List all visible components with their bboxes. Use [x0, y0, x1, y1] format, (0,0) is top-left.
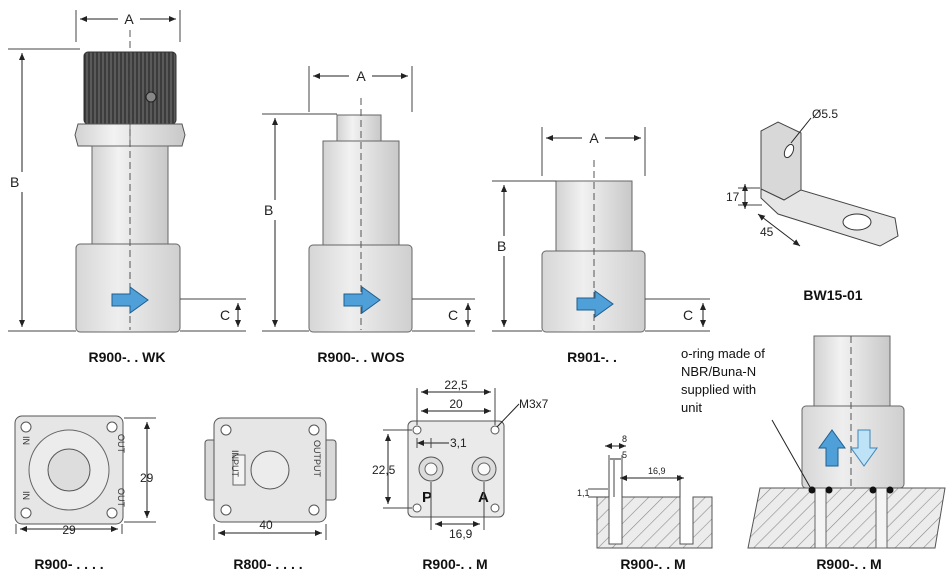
dim-a-label: A	[356, 68, 366, 84]
dim-c-label: C	[220, 307, 230, 323]
view-r900-top: IN IN OUT OUT 29 29 R900- . . . .	[14, 415, 156, 572]
mounting-hole-icon	[308, 424, 320, 436]
mounted-body	[801, 405, 905, 489]
dim-45-label: 45	[760, 225, 774, 239]
oring-icon	[886, 486, 894, 494]
dim-20-label: 20	[449, 397, 463, 411]
dim-8-label: 8	[622, 434, 627, 444]
dim-16-9-label: 16,9	[449, 527, 473, 541]
dim-b-label: B	[497, 238, 506, 254]
dim-c-label: C	[448, 307, 458, 323]
view-r900-wos: A B C R900-. . WOS	[262, 66, 475, 365]
caption-bw15: BW15-01	[803, 287, 862, 303]
caption-r901: R901-. .	[567, 349, 617, 365]
section-hatched-base	[596, 496, 713, 549]
oring-note-line4: unit	[681, 400, 702, 415]
dim-b-label: B	[264, 202, 273, 218]
r900-wos-cap	[336, 114, 382, 144]
mounting-hole-icon	[20, 507, 32, 519]
port-out-label: OUT	[116, 434, 126, 454]
mounting-hole-icon	[106, 507, 118, 519]
oring-icon	[808, 486, 816, 494]
oring-icon	[825, 486, 833, 494]
port-in-label: IN	[21, 436, 31, 445]
oring-note-line3: supplied with	[681, 382, 756, 397]
view-r901: A B C R901-. .	[492, 127, 710, 365]
dim-5-label: 5	[622, 450, 627, 460]
mounting-hole-icon	[220, 504, 232, 516]
dim-c-label: C	[683, 307, 693, 323]
hole-diameter-label: Ø5.5	[812, 107, 838, 121]
oring-note-line2: NBR/Buna-N	[681, 364, 756, 379]
mounting-hole-icon	[490, 425, 500, 435]
oring-icon	[869, 486, 877, 494]
caption-r900-wk: R900-. . WK	[88, 349, 165, 365]
port-input-label: INPUT	[230, 450, 240, 478]
caption-r900-dots: R900- . . . .	[34, 556, 103, 572]
r900-wk-body	[75, 243, 181, 333]
dim-22-5-label: 22,5	[372, 463, 396, 477]
flow-arrow-icon	[576, 290, 614, 318]
mounting-surface	[747, 487, 946, 549]
caption-r900-m-mounted: R900-. . M	[816, 556, 881, 572]
mounting-hole-icon	[490, 503, 500, 513]
bracket-horizontal-plate	[760, 188, 899, 247]
mounting-hole-icon	[412, 425, 422, 435]
caption-r900-m-ports: R900-. . M	[422, 556, 487, 572]
thread-label: M3x7	[519, 397, 549, 411]
mounting-hole-icon	[20, 421, 32, 433]
dim-1-1-label: 1,1	[577, 488, 590, 498]
dim-a-label: A	[124, 11, 134, 27]
mounting-hole-icon	[412, 503, 422, 513]
dim-17-label: 17	[726, 190, 740, 204]
port-out-label: OUT	[116, 488, 126, 508]
dim-16-9-label: 16,9	[648, 466, 666, 476]
view-r900-m-mounted: o-ring made of NBR/Buna-N supplied with …	[681, 335, 946, 572]
mounting-hole-icon	[220, 424, 232, 436]
dim-22-5-label: 22,5	[444, 378, 468, 392]
caption-r900-wos: R900-. . WOS	[317, 349, 404, 365]
mounted-stem	[813, 335, 891, 407]
flow-arrow-icon	[111, 286, 149, 314]
dim-a-label: A	[589, 130, 599, 146]
port-p-label: P	[422, 489, 432, 506]
port-in-label: IN	[21, 491, 31, 500]
view-r900-m-ports: P A 22,5 20 M3x7 3,1 22,5 16,9 R900-. . …	[372, 378, 549, 572]
mounting-hole-icon	[783, 143, 795, 159]
flow-up-arrow-icon	[818, 429, 846, 467]
dim-29-label: 29	[140, 471, 154, 485]
mounting-hole-icon	[308, 504, 320, 516]
bracket-vertical-plate	[760, 121, 802, 201]
caption-r800-dots: R800- . . . .	[233, 556, 302, 572]
flow-arrow-icon	[343, 286, 381, 314]
port-output-label: OUTPUT	[312, 440, 322, 478]
dim-29-label: 29	[62, 523, 76, 537]
view-r900-m-section: 8 5 16,9 1,1 R900-. . M	[577, 434, 713, 572]
set-screw-icon	[145, 91, 157, 103]
mounting-hole-icon	[842, 213, 872, 231]
caption-r900-m-section: R900-. . M	[620, 556, 685, 572]
flow-down-arrow-icon	[850, 429, 878, 467]
dim-b-label: B	[10, 174, 19, 190]
dim-40-label: 40	[259, 518, 273, 532]
view-bw15-bracket: Ø5.5 17 45 BW15-01	[726, 107, 899, 303]
mounting-hole-icon	[106, 421, 118, 433]
view-r800-top: INPUT OUTPUT 40 R800- . . . .	[204, 417, 337, 572]
view-r900-wk: A B C R900-. . WK	[8, 10, 246, 365]
oring-note-line1: o-ring made of	[681, 346, 765, 361]
r900-m-plate	[407, 420, 505, 518]
dim-3-1-label: 3,1	[450, 436, 467, 450]
